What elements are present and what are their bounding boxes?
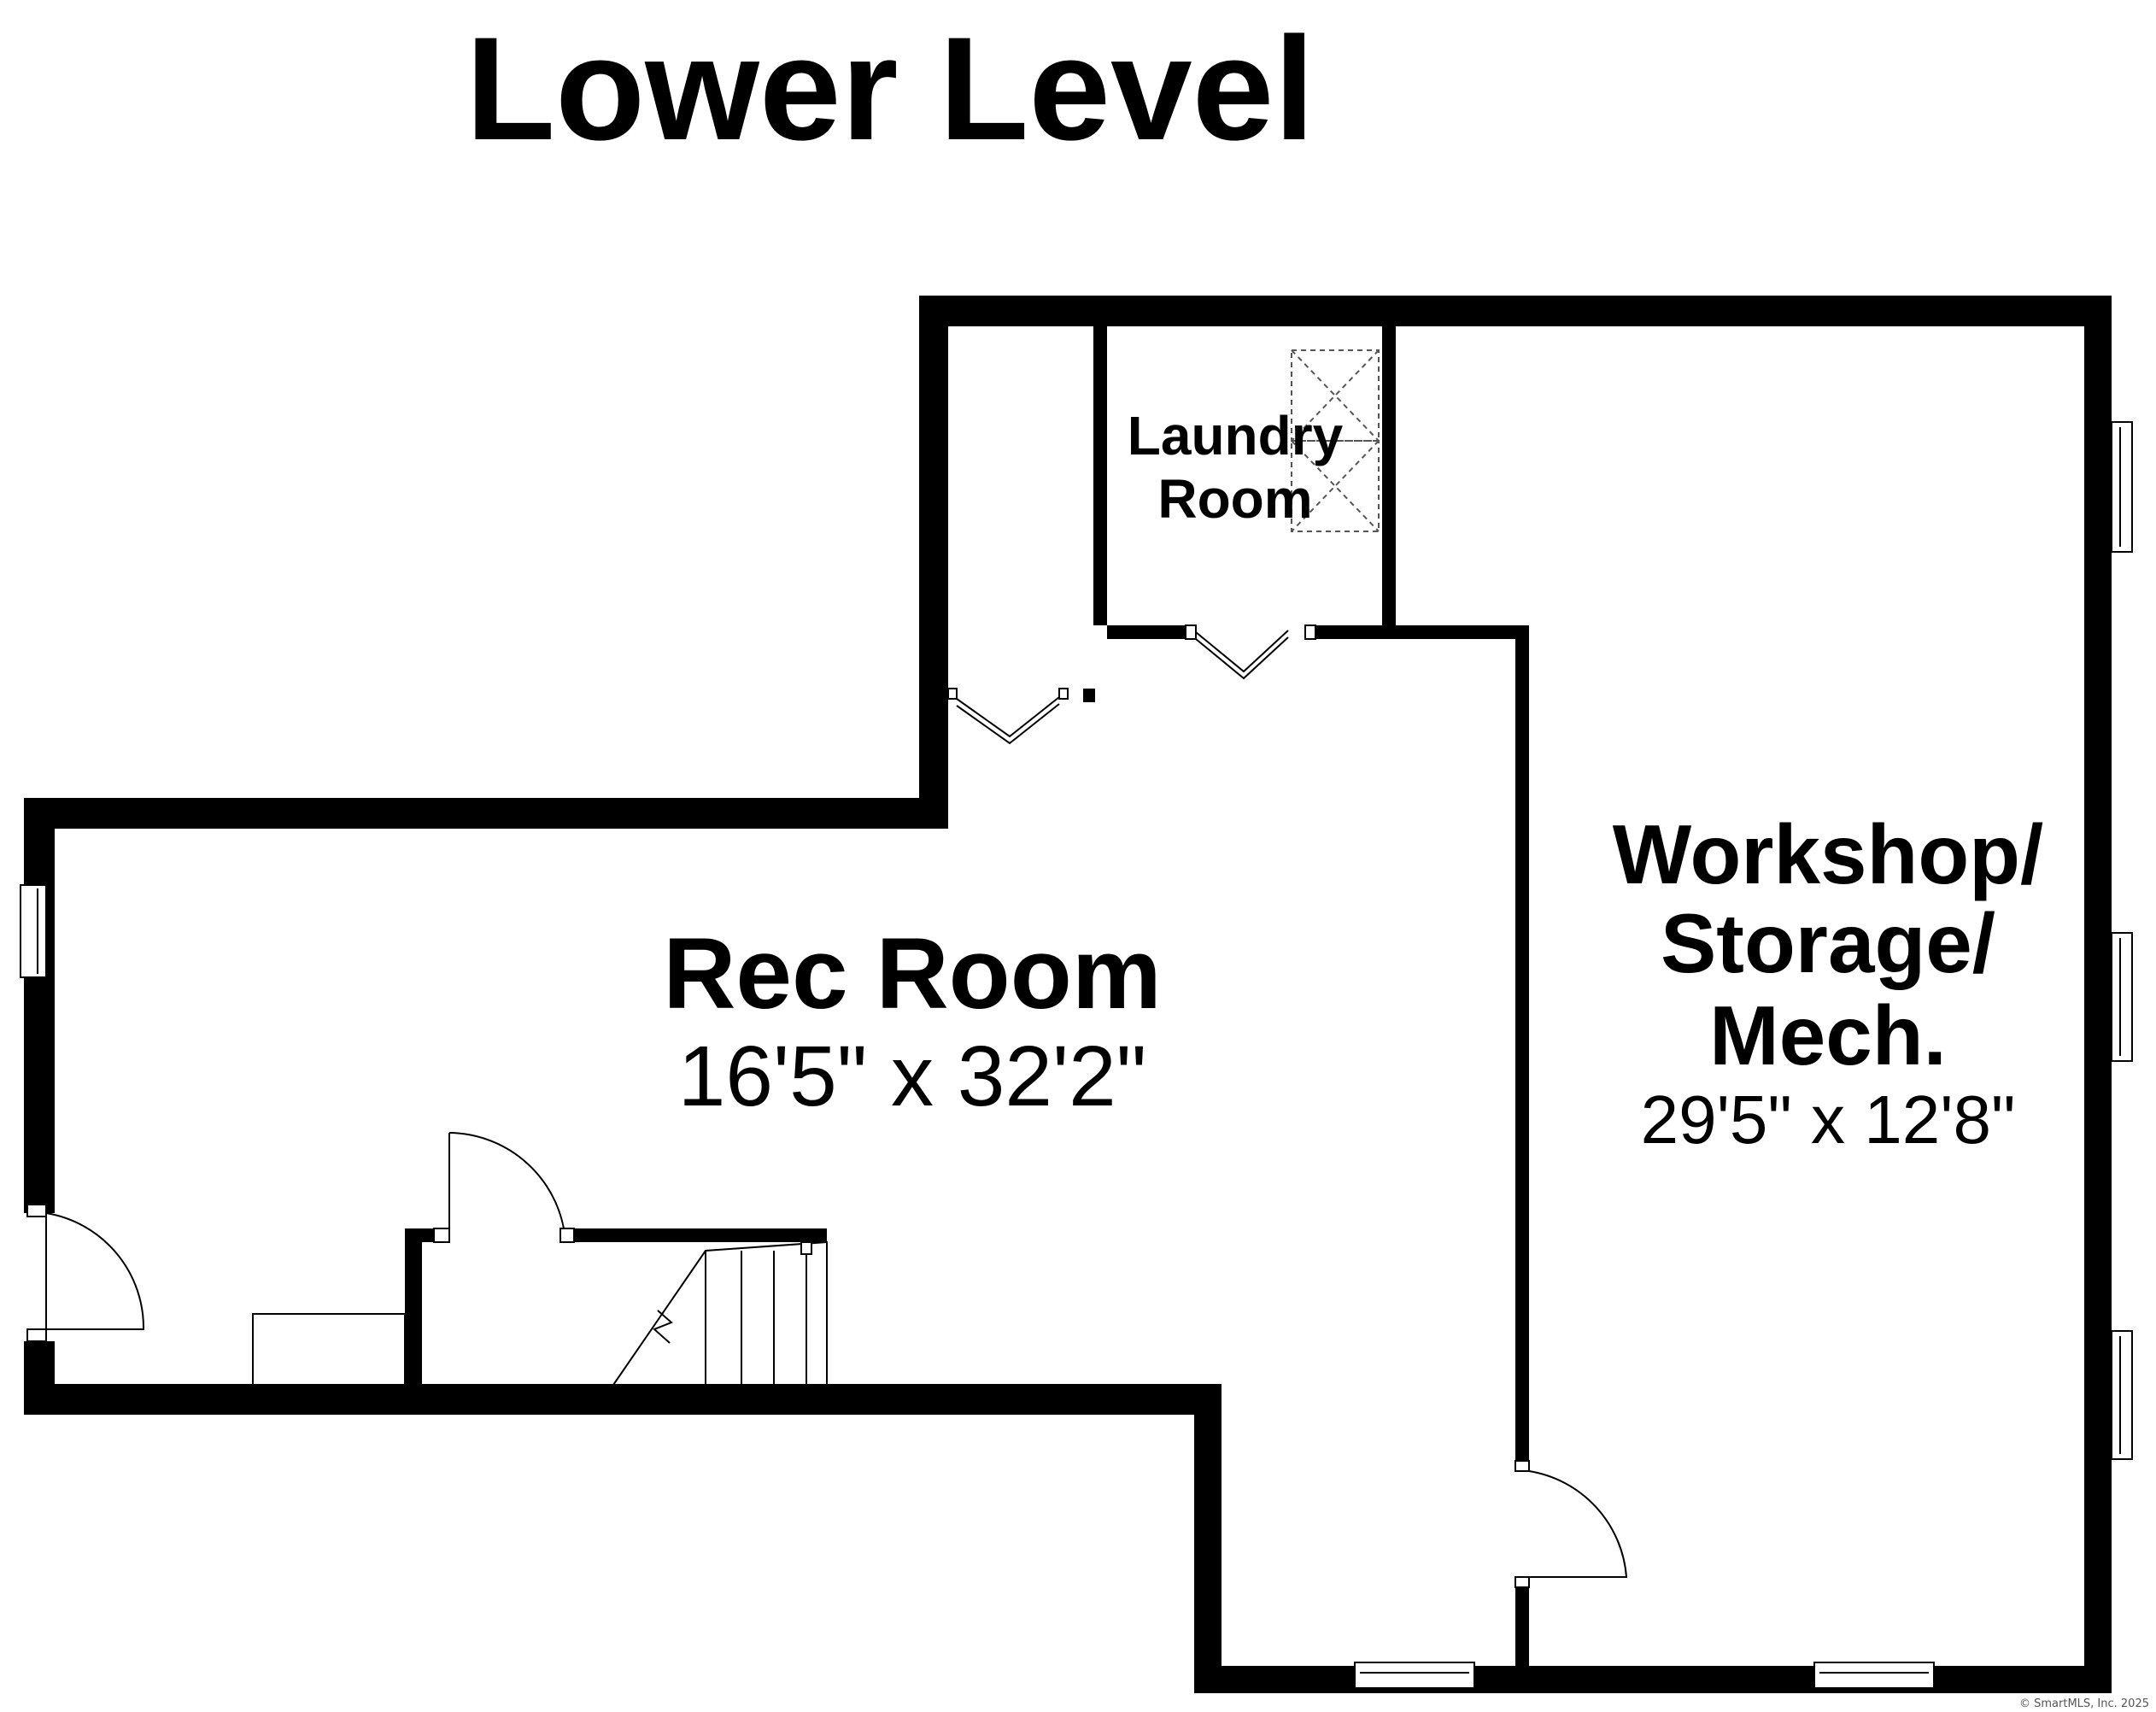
rec-room-name: Rec Room: [663, 918, 1162, 1030]
window-bottom-rec: [1354, 1662, 1475, 1689]
window-bottom-workshop: [1813, 1662, 1935, 1689]
workshop-name-line3: Mech.: [1709, 988, 1947, 1082]
exterior-walls: [24, 296, 2112, 1693]
laundry-name-line1: Laundry: [1128, 405, 1344, 466]
bifold-door-alcove: [947, 688, 1069, 745]
room-label-workshop: Workshop/ Storage/ Mech. 29'5" x 12'8": [1613, 807, 2044, 1158]
window-workshop-lower: [2111, 1330, 2133, 1460]
window-workshop-middle: [2111, 932, 2133, 1062]
swing-door-exterior: [26, 1204, 145, 1342]
bifold-door-laundry: [1185, 624, 1316, 680]
staircase: [611, 1240, 828, 1388]
swing-door-stair: [433, 1132, 575, 1243]
windows: [20, 421, 2133, 1689]
doors: [26, 624, 1628, 1588]
workshop-name-line1: Workshop/: [1613, 807, 2044, 901]
floor-title: Lower Level: [466, 7, 1315, 171]
swing-door-workshop: [1514, 1460, 1628, 1588]
landing-box: [252, 1313, 406, 1387]
room-label-rec: Rec Room 16'5" x 32'2": [663, 918, 1162, 1124]
rec-room-dimensions: 16'5" x 32'2": [678, 1029, 1146, 1124]
workshop-name-line2: Storage/: [1661, 896, 1995, 990]
window-rec-left: [20, 884, 47, 978]
copyright-notice: © SmartMLS, Inc. 2025: [2019, 1697, 2149, 1710]
window-workshop-upper: [2111, 421, 2133, 553]
workshop-dimensions: 29'5" x 12'8": [1641, 1082, 2016, 1158]
room-label-laundry: Laundry Room: [1128, 405, 1344, 530]
washer-dryer: [1291, 349, 1380, 532]
interior-walls: [405, 326, 1529, 1690]
laundry-name-line2: Room: [1157, 468, 1312, 530]
